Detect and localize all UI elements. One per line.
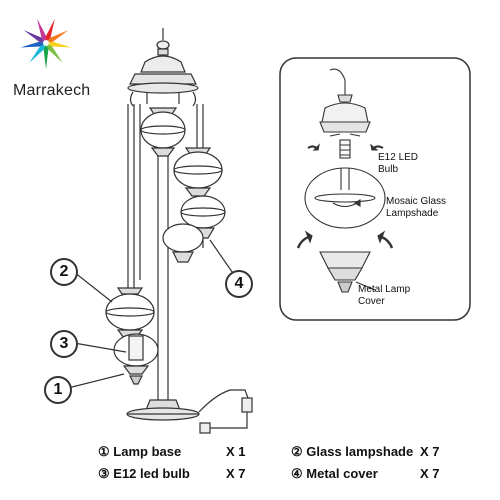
legend-qty-glass-lampshade: X 7 — [420, 444, 440, 459]
logo-center — [43, 40, 49, 46]
logo-petal — [23, 30, 46, 43]
legend-qty-metal-cover: X 7 — [420, 466, 440, 481]
legend-name: E12 led bulb — [113, 466, 190, 481]
logo-petal — [46, 18, 55, 43]
label-line: E12 LED — [378, 152, 419, 163]
legend-item-lamp-base: ① Lamp base — [98, 444, 181, 460]
inset-label-e12-led-bulb: E12 LED Bulb — [378, 152, 418, 176]
logo-petal — [46, 30, 69, 43]
label-line: Lampshade — [386, 208, 439, 219]
inset-label-metal-lamp-cover: Metal Lamp Cover — [358, 284, 410, 308]
callout-1: 1 — [44, 376, 72, 404]
legend-item-glass-lampshade: ② Glass lampshade — [291, 444, 413, 460]
callout-3: 3 — [50, 330, 78, 358]
logo-petal — [46, 41, 72, 48]
legend-name: Glass lampshade — [306, 444, 414, 459]
inset-label-mosaic-glass-lampshade: Mosaic Glass Lampshade — [386, 196, 446, 220]
legend-qty-lamp-base: X 1 — [226, 444, 246, 459]
legend-name: Metal cover — [306, 466, 378, 481]
callout-2: 2 — [50, 258, 78, 286]
legend-qty-e12-led-bulb: X 7 — [226, 466, 246, 481]
label-line: Bulb — [378, 164, 399, 175]
legend-name: Lamp base — [113, 444, 182, 459]
logo-petal — [20, 41, 46, 48]
brand-name: Marrakech — [13, 82, 91, 99]
label-line: Metal Lamp — [358, 284, 411, 295]
legend-number: ① — [98, 444, 110, 459]
legend-number: ② — [291, 444, 303, 459]
logo-petal — [46, 43, 63, 63]
legend-item-e12-led-bulb: ③ E12 led bulb — [98, 466, 190, 482]
callout-4: 4 — [225, 270, 253, 298]
label-line: Cover — [358, 296, 385, 307]
legend-number: ④ — [291, 466, 303, 481]
legend-number: ③ — [98, 466, 110, 481]
logo-petal — [37, 18, 46, 43]
logo-petal — [29, 43, 46, 63]
legend-item-metal-cover: ④ Metal cover — [291, 466, 378, 482]
label-line: Mosaic Glass — [386, 196, 447, 207]
logo-petal — [43, 43, 49, 69]
